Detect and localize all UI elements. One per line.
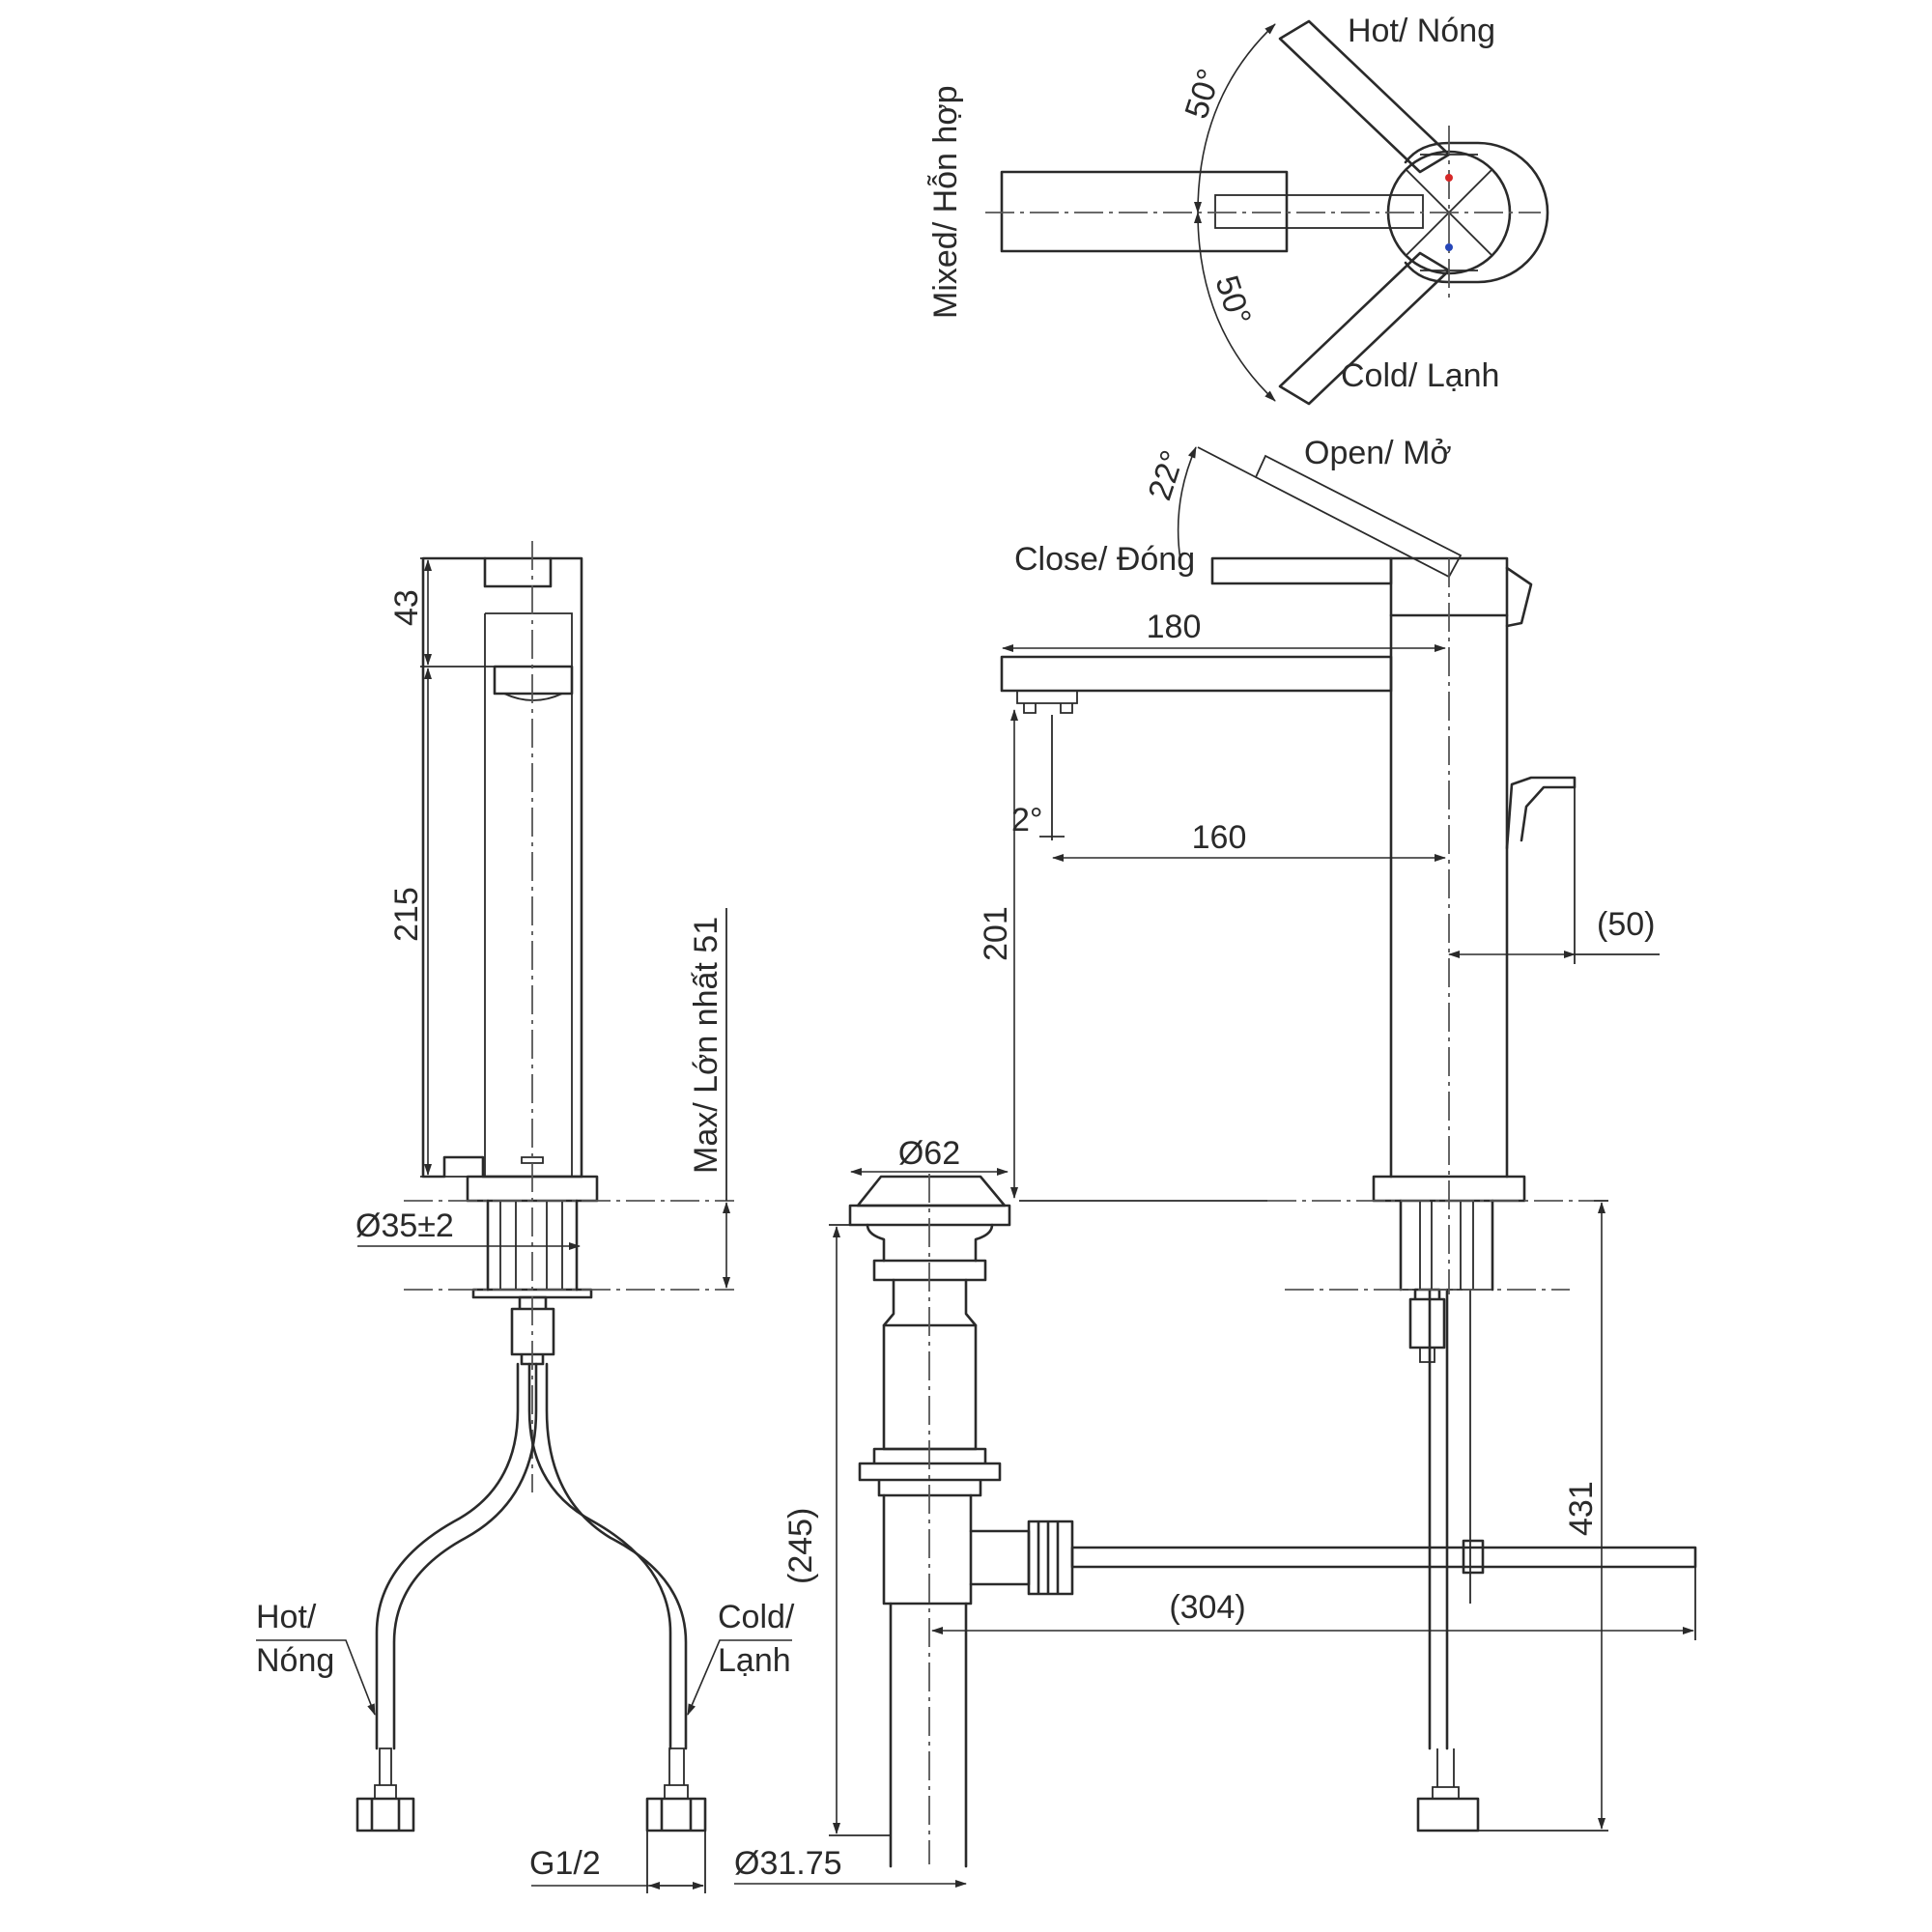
angle-label-cold: 50° xyxy=(1208,271,1258,330)
dim-top-height-label: 43 xyxy=(388,589,425,626)
angle-label-hot: 50° xyxy=(1178,65,1228,124)
front-view: 43 215 Max/ Lớn nhất 51 Ø35±2 Hot/ Nóng … xyxy=(256,541,795,1893)
label-hot-hose-line1: Hot/ xyxy=(256,1599,317,1635)
drain-tailpiece-upper xyxy=(882,1493,973,1605)
dim-drain-length-label: (245) xyxy=(782,1508,819,1584)
side-view: 22° Open/ Mở Close/ Đóng 180 2° 160 201 … xyxy=(978,435,1660,1833)
drain-rod-nut xyxy=(1027,1520,1074,1596)
dim-lever-offset-label: (50) xyxy=(1597,906,1655,943)
side-view-hose-nut xyxy=(1416,1748,1480,1833)
front-view-deck-lines xyxy=(404,1200,734,1291)
dim-aerator-reach-label: 160 xyxy=(1192,819,1247,856)
drain-neck xyxy=(866,1223,994,1263)
drain-rod-clip xyxy=(1462,1539,1485,1575)
dim-drain-pipe-label: Ø31.75 xyxy=(734,1845,842,1882)
dim-hole-diameter-label: Ø35±2 xyxy=(355,1208,454,1244)
dim-total-height-label: 431 xyxy=(1563,1481,1600,1536)
dim-drain-head-label: Ø62 xyxy=(898,1135,960,1172)
top-view: Hot/ Nóng Cold/ Lạnh Mixed/ Hỗn hợp 50° … xyxy=(927,13,1549,406)
lever-open-guide xyxy=(1197,446,1257,478)
dim-thread-label: G1/2 xyxy=(529,1845,601,1882)
hose-cold xyxy=(527,1362,707,1833)
dim-deck-thickness-label: Max/ Lớn nhất 51 xyxy=(688,917,724,1174)
label-cold-hose-line2: Lạnh xyxy=(718,1642,791,1679)
cold-marker xyxy=(1445,243,1453,251)
spout-angle-label: 2° xyxy=(1011,802,1043,838)
drain-tailpiece xyxy=(889,1602,968,1868)
drain-neck-lower xyxy=(882,1278,978,1327)
drain-side-outlet xyxy=(969,1529,1031,1586)
front-view-body xyxy=(421,556,583,1179)
label-cold-hose: Cold/ Lạnh xyxy=(687,1599,795,1716)
lever-angle-label: 22° xyxy=(1141,446,1191,505)
lever-angle-arc xyxy=(1177,446,1197,561)
drain-assembly: Ø62 (245) (304) Ø31.75 xyxy=(734,1135,1697,1888)
side-view-cap xyxy=(1389,556,1533,628)
angle-arc-cold xyxy=(1194,212,1276,402)
label-hot-hose-line2: Nóng xyxy=(256,1642,334,1679)
top-view-handle-mixed xyxy=(1000,170,1424,253)
side-view-deck-lines xyxy=(1267,1200,1594,1291)
label-hot-hose: Hot/ Nóng xyxy=(256,1599,376,1716)
label-hot-top: Hot/ Nóng xyxy=(1348,13,1495,49)
label-cold-hose-line1: Cold/ xyxy=(718,1599,795,1635)
side-view-spout xyxy=(1000,655,1393,714)
dim-body-height-label: 215 xyxy=(388,887,425,942)
drain-cap xyxy=(856,1175,1007,1208)
side-view-lever xyxy=(1210,454,1463,585)
drain-locknut xyxy=(858,1447,1002,1497)
dim-spout-height-label: 201 xyxy=(978,906,1014,961)
dim-spout-reach-label: 180 xyxy=(1147,609,1202,645)
side-view-popup-lever xyxy=(1505,776,1577,850)
label-close: Close/ Đóng xyxy=(1014,541,1195,578)
label-mixed: Mixed/ Hỗn hợp xyxy=(927,85,964,319)
hose-hot xyxy=(355,1362,538,1833)
side-view-lift-rod xyxy=(1428,1288,1471,1750)
drain-flange xyxy=(848,1204,1011,1227)
dim-drain-reach-label: (304) xyxy=(1169,1589,1245,1626)
label-cold-top: Cold/ Lạnh xyxy=(1341,357,1499,394)
angle-arc-hot xyxy=(1194,23,1276,213)
drain-nut-top xyxy=(872,1259,987,1282)
label-open: Open/ Mở xyxy=(1304,435,1452,471)
hot-marker xyxy=(1445,174,1453,182)
